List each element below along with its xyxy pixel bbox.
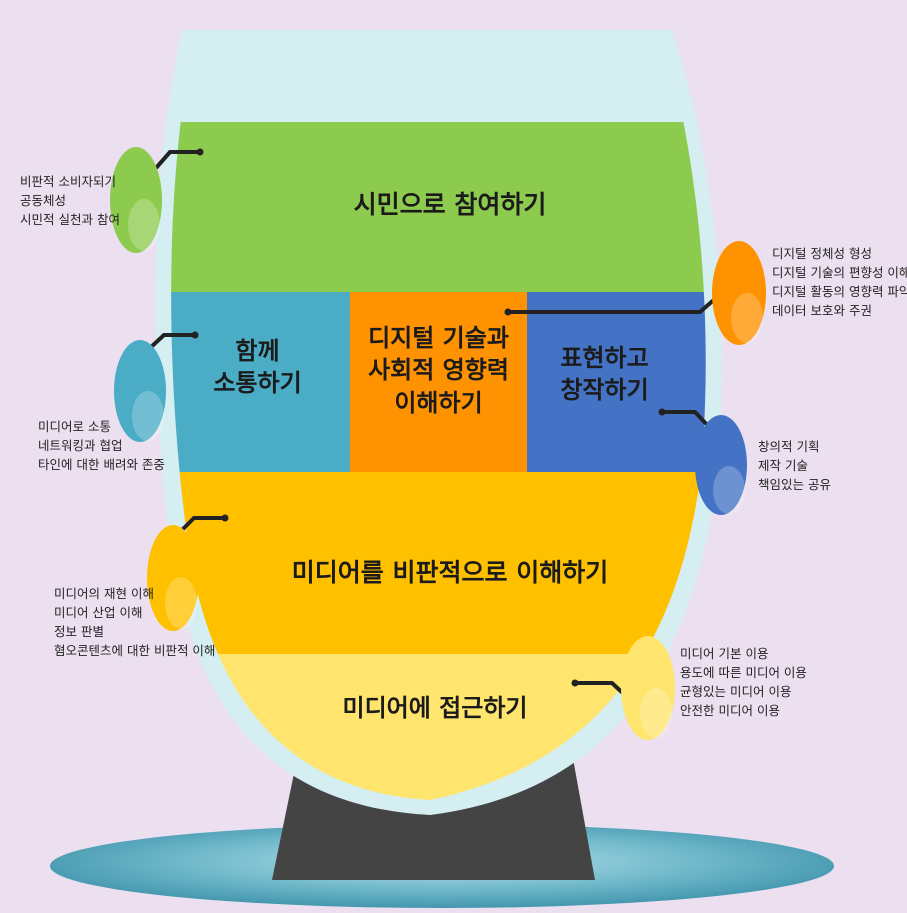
callout-text-communicate: 미디어로 소통 네트워킹과 협업 타인에 대한 배려와 존중 — [38, 419, 165, 472]
callout-circle-understand-digital — [712, 241, 766, 345]
connector-express — [662, 410, 712, 430]
callout-circle-express — [695, 415, 747, 515]
callout-text-participate: 비판적 소비자되기 공동체성 시민적 실천과 참여 — [20, 174, 120, 227]
callout-circle-critical — [147, 525, 199, 631]
layer-label-understand-digital: 디지털 기술과 사회적 영향력 이해하기 — [368, 324, 509, 417]
connector-communicate — [148, 333, 195, 350]
layer-communicate — [171, 292, 350, 472]
callout-text-understand-digital: 디지털 정체성 형성 디지털 기술의 편향성 이해 디지털 활동의 영향력 파악… — [772, 246, 907, 318]
callout-text-critical: 미디어의 재현 이해 미디어 산업 이해 정보 판별 혐오콘텐츠에 대한 비판적… — [54, 586, 216, 658]
layer-label-express: 표현하고 창작하기 — [560, 344, 649, 405]
layer-label-critical: 미디어를 비판적으로 이해하기 — [291, 558, 609, 587]
connector-understand-digital — [508, 296, 718, 314]
layer-label-participate: 시민으로 참여하기 — [353, 190, 547, 219]
layer-express — [527, 292, 706, 472]
layer-participate — [171, 122, 706, 292]
connector-critical — [178, 516, 225, 534]
connector-participate — [154, 150, 200, 170]
layer-label-access: 미디어에 접근하기 — [342, 694, 528, 722]
callout-circle-access — [621, 636, 675, 740]
layer-critical — [171, 472, 706, 654]
layer-label-communicate: 함께 소통하기 — [213, 337, 302, 398]
callout-circle-communicate — [114, 340, 166, 442]
callout-circle-participate — [110, 147, 162, 253]
callout-text-access: 미디어 기본 이용 용도에 따른 미디어 이용 균형있는 미디어 이용 안전한 … — [680, 646, 807, 718]
layer-understand-digital — [350, 292, 527, 472]
callout-text-express: 창의적 기획 제작 기술 책임있는 공유 — [758, 439, 831, 492]
